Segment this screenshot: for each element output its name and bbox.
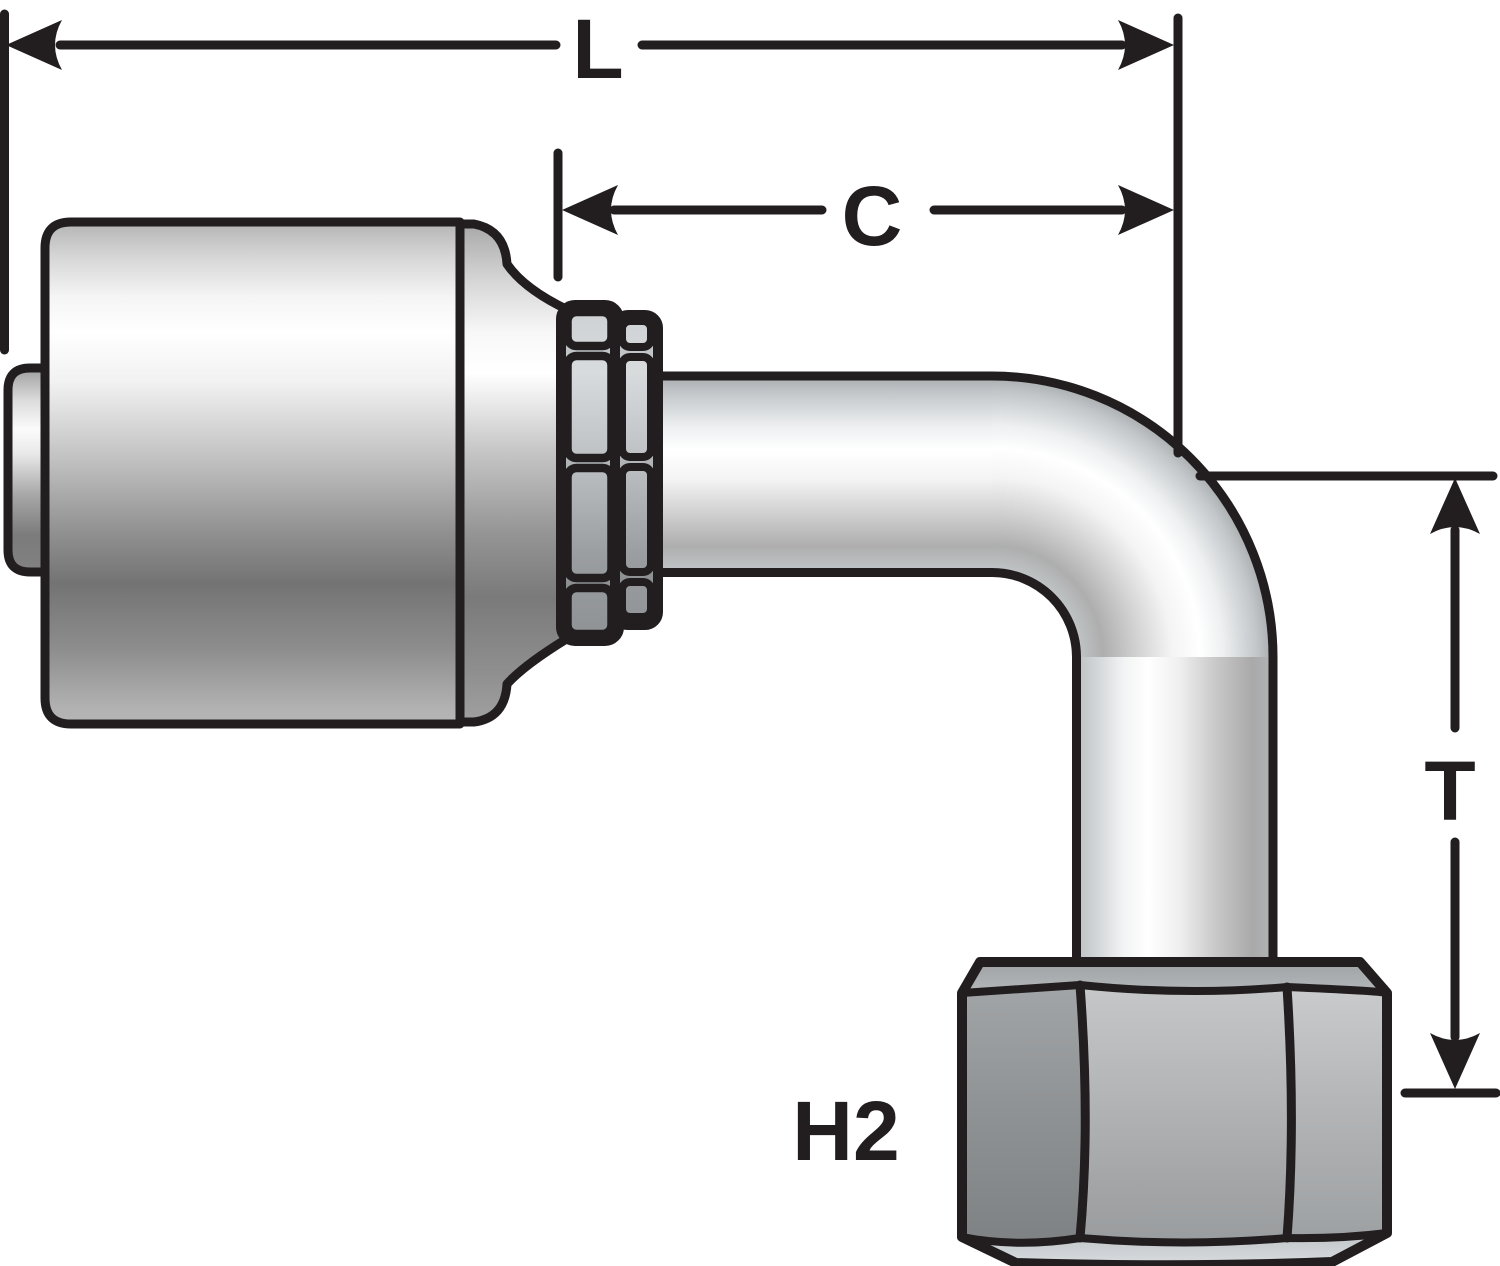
dimension-annotations: L C T H2 <box>0 2 1500 1178</box>
dim-c-arrowhead-right <box>1118 185 1174 235</box>
hex-nut-right-facet <box>1287 987 1387 1239</box>
hex-nut-top-chamfer-line <box>958 981 1391 997</box>
tube-vertical-run <box>1072 657 1277 985</box>
collar-ring-2-cell <box>618 463 655 576</box>
hex-size-label: H2 <box>792 1084 899 1178</box>
collar-ring-2-cell <box>618 578 655 621</box>
tube-elbow-bend <box>992 372 1277 657</box>
dim-t-arrowhead-up <box>1430 478 1480 534</box>
tube-outer-edge <box>645 371 1278 975</box>
tube-inner-edge <box>645 568 1081 975</box>
hex-nut-center-facet <box>1080 985 1292 1243</box>
hex-nut-facet-line-left <box>1075 980 1090 1243</box>
collar-ring-2-cell <box>618 353 655 461</box>
collar-ring-1-cell <box>563 463 616 583</box>
hex-nut-facet-line-right <box>1282 982 1296 1243</box>
tube-horizontal-run <box>652 372 992 577</box>
dim-t-label: T <box>1424 744 1475 838</box>
dim-l-arrowhead-left <box>6 20 62 70</box>
collar-ring-1-cell <box>563 351 616 463</box>
dim-t-arrowhead-down <box>1430 1033 1480 1089</box>
collar-ring-2 <box>610 310 663 630</box>
hex-nut-left-facet <box>962 985 1086 1243</box>
dimension-t: T <box>1195 471 1500 1098</box>
hex-nut-outline <box>957 957 1392 1266</box>
dim-l-arrowhead-right <box>1118 20 1174 70</box>
collar-ring-1-cell <box>563 583 616 639</box>
fitting-illustration <box>3 217 1392 1266</box>
collar-ring-2-cell <box>618 317 655 351</box>
dimension-c: C <box>562 169 1174 263</box>
dim-c-arrowhead-left <box>562 185 618 235</box>
crimp-ferrule-body <box>40 217 465 729</box>
dimension-l: L <box>6 2 1174 96</box>
collar-ring-1-cell <box>563 307 616 351</box>
hex-nut <box>957 957 1392 1266</box>
dim-c-label: C <box>842 169 903 263</box>
dim-l-label: L <box>572 2 623 96</box>
